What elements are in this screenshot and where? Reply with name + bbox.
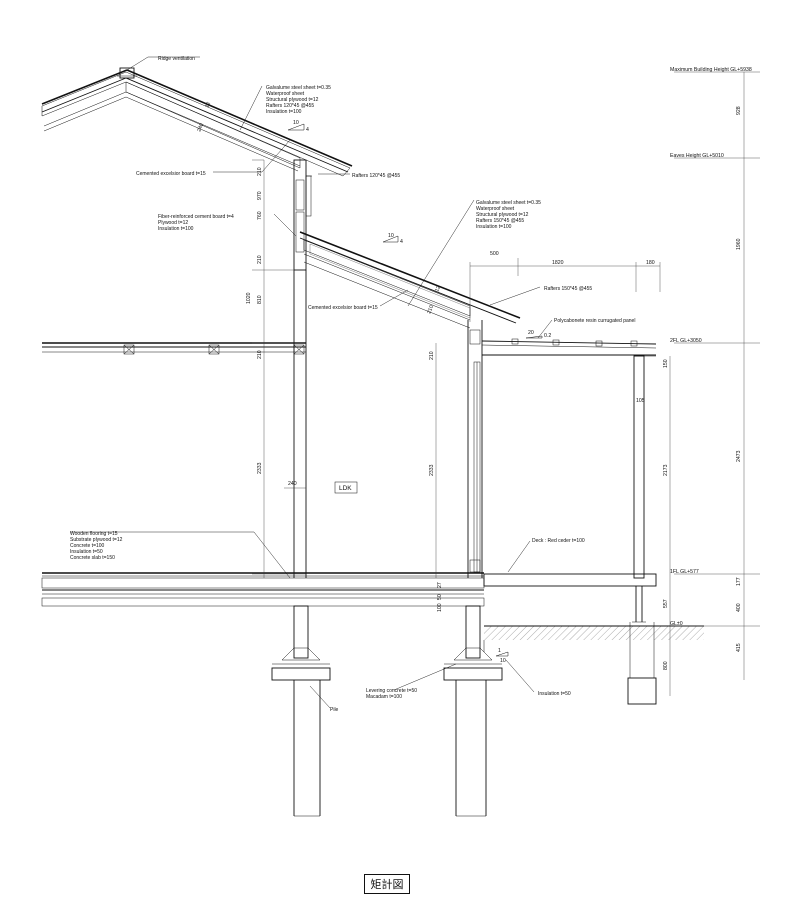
upper-rafter-band (125, 81, 301, 169)
dim-text: 400 (736, 603, 742, 612)
dim-text: 415 (736, 643, 742, 652)
dim-text: 177 (736, 577, 742, 586)
slope-rise: 4 (400, 239, 403, 245)
note-roof-lower: Structural plywood t=12 (476, 212, 529, 218)
dim-text: 557 (663, 599, 669, 608)
top-dimensions: 500 1820 180 (469, 251, 661, 322)
note-pile: Pile (330, 707, 339, 713)
note-roof-lower: Galvalume steel sheet t=0.35 (476, 200, 541, 206)
walls (293, 159, 656, 579)
dim-text: 2473 (736, 450, 742, 462)
slope-rise: 10 (500, 658, 506, 664)
dim-text: 970 (257, 191, 263, 200)
right-dimensions: 928 1960 2473 177 400 415 150 2173 557 8… (663, 106, 742, 670)
slope-markers: 10 4 10 4 20 0.2 1 10 (287, 120, 551, 664)
dim-text: 210 (429, 351, 435, 360)
dim-text: 210 (257, 255, 263, 264)
note-roof-upper: Insulation t=100 (266, 109, 302, 115)
note-polycarbonate: Polycabonete resin currugated panel (554, 318, 635, 324)
dim-text: 760 (257, 211, 263, 220)
dim-text: 50 (437, 594, 443, 600)
dim-text: 500 (490, 251, 499, 257)
dim-text: 240 (288, 481, 297, 487)
dim-text: 1020 (246, 292, 252, 304)
note-floor: Wooden flooring t=15 (70, 531, 118, 537)
leaders (70, 56, 553, 709)
dim-text: 1960 (736, 238, 742, 250)
note-rafters-upper: Rafters 120*45 @455 (352, 173, 400, 179)
second-floor (42, 342, 306, 355)
polycarbonate-canopy (481, 338, 657, 356)
note-floor: Substrate plywood t=12 (70, 537, 123, 543)
slope-run: 10 (388, 233, 394, 239)
upper-roof (41, 67, 353, 177)
slope-rise: 4 (306, 127, 309, 133)
dim-text: 180 (646, 260, 655, 266)
dim-text: 810 (257, 295, 263, 304)
slope-run: 20 (528, 330, 534, 336)
dim-text: 210 (257, 350, 263, 359)
note-leveling: Macadam t=100 (366, 694, 402, 700)
slope-rise: 0.2 (544, 333, 551, 339)
lower-roof (299, 231, 521, 329)
left-dimensions: 970 760 210 1020 810 210 2333 210 (246, 159, 306, 578)
first-floor (41, 572, 485, 607)
note-roof-lower: Rafters 150*45 @455 (476, 218, 524, 224)
note-insulation-base: Insulation t=50 (538, 691, 571, 697)
foundations (271, 605, 503, 817)
note-excelsior-lower: Cemented excelsior board t=15 (308, 305, 378, 311)
ground (483, 625, 704, 652)
level-eaves: Eaves Height GL+5010 (670, 153, 724, 159)
slope-run: 1 (498, 648, 501, 654)
dim-text: 1820 (552, 260, 564, 266)
note-roof-upper: Waterproof sheet (266, 91, 305, 97)
level-2fl: 2FL GL+3050 (670, 338, 702, 344)
note-leveling: Levering concrete t=50 (366, 688, 417, 694)
level-labels: Maximum Building Height GL+5938 Eaves He… (670, 67, 752, 627)
note-floor: Concrete slab t=150 (70, 555, 115, 561)
dim-text: 210 (426, 304, 435, 314)
dim-text: 12 (434, 285, 442, 293)
room-label-box: LDK (334, 481, 358, 494)
note-floor: Concrete t=100 (70, 543, 105, 549)
level-max-height: Maximum Building Height GL+5938 (670, 67, 752, 73)
note-roof-upper: Structural plywood t=12 (266, 97, 319, 103)
dim-text: 240 (196, 122, 205, 132)
dim-text: 2333 (257, 462, 263, 474)
level-1fl: 1FL GL+577 (670, 569, 699, 575)
note-excelsior-upper: Cemented excelsior board t=15 (136, 171, 206, 177)
dim-text: 210 (257, 167, 263, 176)
dim-text: 27 (437, 582, 443, 588)
dim-text: 105 (636, 398, 645, 404)
note-roof-lower: Waterproof sheet (476, 206, 515, 212)
dim-text: 800 (663, 661, 669, 670)
slope-run: 10 (293, 120, 299, 126)
notes: Ridge ventilation Galvalume steel sheet … (70, 56, 635, 713)
dim-text: 150 (663, 359, 669, 368)
note-ridge: Ridge ventilation (158, 56, 195, 62)
note-roof-upper: Galvalume steel sheet t=0.35 (266, 85, 331, 91)
note-floor: Insulation t=50 (70, 549, 103, 555)
dim-text: 2333 (429, 464, 435, 476)
room-label: LDK (339, 485, 352, 492)
mid-dimensions: 210 2333 240 105 27 50 100 (284, 343, 645, 612)
note-rafters-lower: Rafters 150*45 @455 (544, 286, 592, 292)
drawing-title: 矩計図 (364, 874, 410, 894)
dim-text: 100 (437, 603, 443, 612)
note-wall: Fiber-reinforced cement board t=4 (158, 214, 234, 220)
note-deck: Deck : Red ceder t=100 (532, 538, 585, 544)
dim-text: 12 (204, 101, 212, 109)
note-roof-upper: Rafters 120*45 @455 (266, 103, 314, 109)
level-lines (669, 71, 760, 696)
note-wall: Insulation t=100 (158, 226, 194, 232)
roof-thickness-dims: 240 12 210 12 (196, 101, 442, 315)
dim-text: 928 (736, 106, 742, 115)
level-gl: GL±0 (670, 621, 683, 627)
note-wall: Plywood t=12 (158, 220, 188, 226)
dim-text: 2173 (663, 464, 669, 476)
note-roof-lower: Insulation t=100 (476, 224, 512, 230)
